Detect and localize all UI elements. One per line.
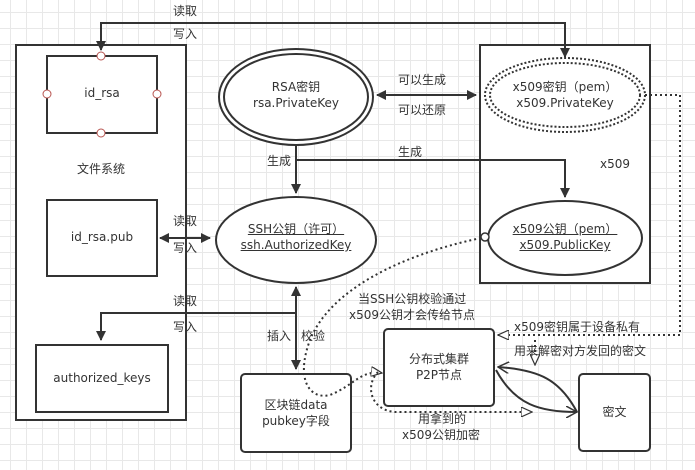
edge-label-generate-x509: 生成 <box>398 145 423 159</box>
edge-label-verify: 校验 <box>301 329 326 343</box>
edge-priv-owned-dotted[interactable] <box>498 94 681 335</box>
edge-encrypt-dotted[interactable] <box>370 371 532 412</box>
blockchain-line1: 区块链data <box>264 398 328 412</box>
rsa-key-inner-ring <box>223 53 369 141</box>
authorized-keys-label: authorized_keys <box>53 371 151 385</box>
rsa-key-line1: RSA密钥 <box>271 80 321 94</box>
edge-p2p-ciphertext-bottom[interactable] <box>495 369 577 412</box>
connection-handle[interactable] <box>42 89 52 99</box>
edge-label-auth-read: 读取 <box>173 294 198 308</box>
x509-pub-line1: x509公钥（pem） <box>512 222 618 236</box>
ciphertext-node[interactable] <box>578 373 651 452</box>
x509-priv-line2: x509.PrivateKey <box>516 96 614 110</box>
authorized-keys-node[interactable] <box>35 344 169 413</box>
edge-auth-read-write[interactable] <box>96 312 296 341</box>
p2p-node[interactable] <box>383 328 495 407</box>
ciphertext-label: 密文 <box>602 405 627 419</box>
edge-label-can-generate: 可以生成 <box>398 73 447 87</box>
edge-label-encrypt-2: x509公钥加密 <box>402 428 481 442</box>
rsa-key-line2: rsa.PrivateKey <box>253 96 339 110</box>
x509-priv-line1: x509密钥（pem） <box>512 80 618 94</box>
blockchain-node[interactable] <box>240 373 352 453</box>
blockchain-line2: pubkey字段 <box>262 414 330 428</box>
edge-label-can-restore: 可以还原 <box>398 103 447 117</box>
edge-label-pub-write: 写入 <box>173 241 198 255</box>
edge-label-priv-owned: x509密钥属于设备私有 <box>514 320 641 334</box>
ssh-pub-node[interactable] <box>215 196 377 284</box>
x509-priv-inner-ring <box>489 62 641 128</box>
x509-container-label: x509 <box>600 157 631 171</box>
ssh-pub-line2: ssh.AuthorizedKey <box>240 238 352 252</box>
id-rsa-label: id_rsa <box>84 86 120 100</box>
edge-label-encrypt-1: 用拿到的 <box>418 412 467 426</box>
edge-generate-x509-pub[interactable] <box>296 159 570 198</box>
edge-p2p-ciphertext-top[interactable] <box>498 367 578 413</box>
id-rsa-pub-node[interactable] <box>46 199 158 277</box>
connection-handle[interactable] <box>96 128 106 138</box>
p2p-line1: 分布式集群 <box>408 352 469 366</box>
filesystem-label: 文件系统 <box>76 162 125 176</box>
id-rsa-pub-label: id_rsa.pub <box>70 230 134 244</box>
edge-label-ssh-pass-2: x509公钥才会传给节点 <box>349 308 476 322</box>
connection-handle[interactable] <box>96 51 106 61</box>
edge-label-generate-ssh: 生成 <box>267 154 292 168</box>
x509-priv-node[interactable] <box>484 57 646 133</box>
p2p-line2: P2P节点 <box>415 368 463 382</box>
edge-label-ssh-pass-1: 当SSH公钥校验通过 <box>358 292 467 306</box>
edge-label-auth-write: 写入 <box>173 320 198 334</box>
edge-label-insert: 插入 <box>267 329 292 343</box>
edge-label-top-read: 读取 <box>173 4 198 18</box>
connection-handle[interactable] <box>152 89 162 99</box>
edge-label-pub-read: 读取 <box>173 214 198 228</box>
edge-label-top-write: 写入 <box>173 27 198 41</box>
ssh-pub-line1: SSH公钥（许可） <box>247 222 345 236</box>
edge-label-decrypt: 用来解密对方发回的密文 <box>514 344 647 358</box>
connection-handle <box>480 232 490 242</box>
x509-pub-line2: x509.PublicKey <box>519 238 611 252</box>
